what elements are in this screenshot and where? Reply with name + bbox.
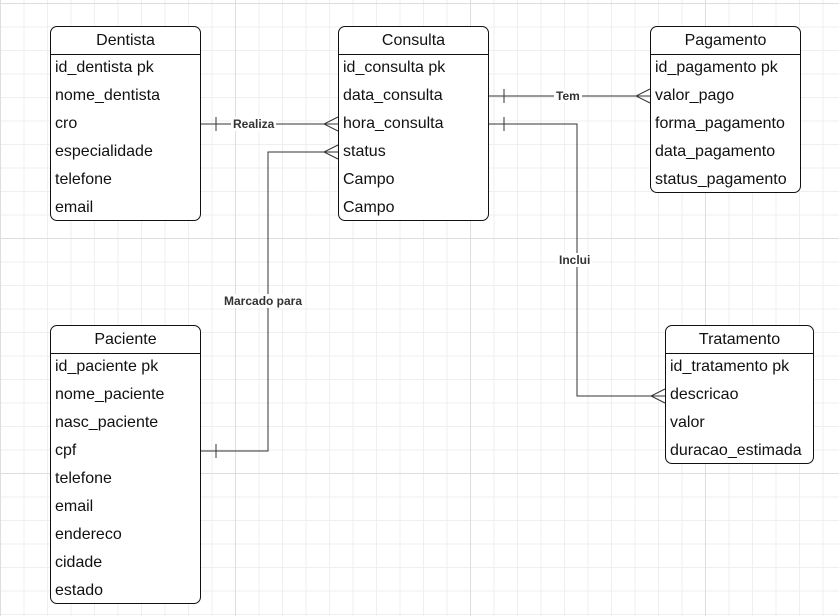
- entity-field[interactable]: cidade: [55, 554, 103, 571]
- entity-title: Tratamento: [666, 326, 813, 354]
- connector-realiza-many-mark: [322, 116, 339, 132]
- relationship-label-marcado-para: Marcado para: [222, 294, 305, 308]
- entity-pagamento[interactable]: Pagamento id_pagamento pk valor_pago for…: [650, 26, 801, 193]
- entity-dentista[interactable]: Dentista id_dentista pk nome_dentista cr…: [50, 26, 201, 221]
- entity-field[interactable]: email: [55, 498, 94, 515]
- entity-field[interactable]: cro: [55, 115, 78, 132]
- entity-field[interactable]: nasc_paciente: [55, 414, 159, 431]
- entity-title: Dentista: [51, 27, 200, 55]
- entity-field-list: id_dentista pk nome_dentista cro especia…: [51, 55, 200, 220]
- entity-field-list: id_consulta pk data_consulta hora_consul…: [339, 55, 488, 220]
- entity-field[interactable]: id_tratamento pk: [670, 358, 790, 375]
- relationship-label-realiza: Realiza: [231, 117, 277, 131]
- entity-field[interactable]: valor_pago: [655, 87, 735, 104]
- entity-field[interactable]: id_dentista pk: [55, 59, 154, 76]
- entity-field[interactable]: status: [343, 143, 386, 160]
- entity-field[interactable]: cpf: [55, 442, 77, 459]
- connector-inclui-many-mark: [649, 388, 666, 404]
- entity-field-list: id_pagamento pk valor_pago forma_pagamen…: [651, 55, 800, 192]
- entity-title: Paciente: [51, 326, 200, 354]
- entity-paciente[interactable]: Paciente id_paciente pk nome_paciente na…: [50, 325, 201, 604]
- entity-field[interactable]: forma_pagamento: [655, 115, 785, 132]
- entity-field[interactable]: telefone: [55, 171, 112, 188]
- entity-field[interactable]: email: [55, 199, 94, 216]
- entity-field[interactable]: id_paciente pk: [55, 358, 159, 375]
- entity-field[interactable]: duracao_estimada: [670, 442, 802, 459]
- entity-field[interactable]: endereco: [55, 526, 122, 543]
- entity-field[interactable]: descricao: [670, 386, 739, 403]
- entity-field[interactable]: telefone: [55, 470, 112, 487]
- entity-field[interactable]: id_consulta pk: [343, 59, 446, 76]
- connector-marcado-para-many-mark: [322, 144, 339, 160]
- entity-field[interactable]: estado: [55, 582, 104, 599]
- entity-field[interactable]: nome_dentista: [55, 87, 160, 104]
- entity-field[interactable]: hora_consulta: [343, 115, 444, 132]
- connector-tem-many-mark: [634, 88, 651, 104]
- entity-field[interactable]: data_consulta: [343, 87, 443, 104]
- entity-field[interactable]: data_pagamento: [655, 143, 776, 160]
- entity-field[interactable]: Campo: [343, 171, 395, 188]
- entity-tratamento[interactable]: Tratamento id_tratamento pk descricao va…: [665, 325, 814, 464]
- entity-field[interactable]: especialidade: [55, 143, 153, 160]
- entity-field[interactable]: status_pagamento: [655, 171, 787, 188]
- entity-title: Pagamento: [651, 27, 800, 55]
- entity-title: Consulta: [339, 27, 488, 55]
- entity-field[interactable]: Campo: [343, 199, 395, 216]
- relationship-label-inclui: Inclui: [557, 253, 593, 267]
- entity-consulta[interactable]: Consulta id_consulta pk data_consulta ho…: [338, 26, 489, 221]
- entity-field[interactable]: id_pagamento pk: [655, 59, 778, 76]
- entity-field-list: id_tratamento pk descricao valor duracao…: [666, 354, 813, 463]
- entity-field[interactable]: valor: [670, 414, 705, 431]
- entity-field[interactable]: nome_paciente: [55, 386, 165, 403]
- entity-field-list: id_paciente pk nome_paciente nasc_pacien…: [51, 354, 200, 603]
- relationship-label-tem: Tem: [554, 89, 582, 103]
